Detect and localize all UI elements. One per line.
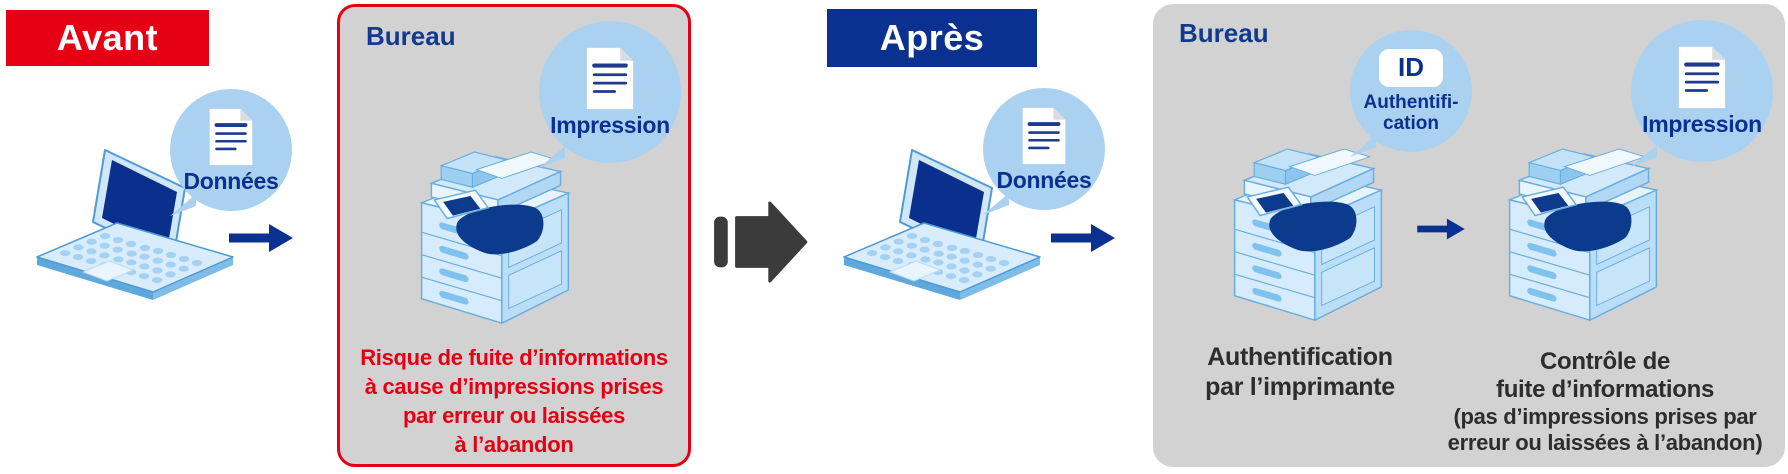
- bubble-tail: [981, 191, 1011, 217]
- risk-caption-line: à l’abandon: [454, 432, 574, 457]
- risk-caption-line: à cause d’impressions prises: [364, 374, 664, 399]
- risk-caption-line: Risque de fuite d’informations: [360, 345, 668, 370]
- office-label: Bureau: [1179, 18, 1269, 48]
- bubble-tail: [1348, 133, 1378, 159]
- bubble-tail: [168, 192, 198, 218]
- document-icon: [1676, 46, 1728, 109]
- auth-caption-line: par l’imprimante: [1205, 373, 1395, 401]
- data-speech-bubble: Données: [983, 88, 1105, 210]
- auth-caption-line: Authentification: [1207, 343, 1393, 371]
- bubble-label: Impression: [550, 112, 670, 138]
- printer-flow-arrow-icon: [1415, 216, 1467, 242]
- flow-arrow-icon: [1048, 221, 1118, 255]
- auth-caption: Authentification par l’imprimante: [1175, 342, 1425, 402]
- before-banner: Avant: [6, 10, 209, 66]
- bubble-label: Impression: [1642, 111, 1762, 137]
- document-icon: [584, 47, 636, 110]
- after-banner: Après: [827, 9, 1037, 67]
- office-label: Bureau: [366, 21, 456, 51]
- id-auth-speech-bubble: ID Authentifi- cation: [1350, 30, 1472, 152]
- control-caption-line: fuite d’informations: [1496, 376, 1714, 403]
- bubble-label: Données: [183, 167, 279, 194]
- control-caption-line: Contrôle de: [1539, 348, 1671, 375]
- auth-bubble-label: cation: [1383, 112, 1439, 134]
- before-office-panel: Bureau Impression Risque de fuite d’info…: [337, 4, 691, 467]
- control-caption: Contrôle de fuite d’informations (pas d’…: [1431, 348, 1779, 456]
- document-icon: [207, 108, 255, 166]
- data-speech-bubble: Données: [170, 89, 292, 211]
- after-office-panel: Bureau ID Authentifi- cation Impression …: [1153, 4, 1785, 467]
- print-speech-bubble: Impression: [539, 21, 681, 163]
- print-speech-bubble: Impression: [1631, 20, 1773, 162]
- control-caption-line: (pas d’impressions prises par: [1453, 404, 1757, 429]
- auth-bubble-label: Authentifi-: [1363, 91, 1459, 113]
- risk-caption: Risque de fuite d’informations à cause d…: [340, 343, 688, 459]
- flow-arrow-icon: [226, 221, 296, 255]
- bubble-tail: [1629, 143, 1659, 169]
- document-icon: [1020, 107, 1068, 165]
- id-badge: ID: [1379, 48, 1443, 87]
- control-caption-line: erreur ou laissées à l’abandon): [1447, 430, 1763, 455]
- transition-arrow-icon: [711, 200, 809, 284]
- risk-caption-line: par erreur ou laissées: [402, 403, 626, 428]
- bubble-label: Données: [996, 166, 1092, 193]
- bubble-tail: [537, 144, 567, 170]
